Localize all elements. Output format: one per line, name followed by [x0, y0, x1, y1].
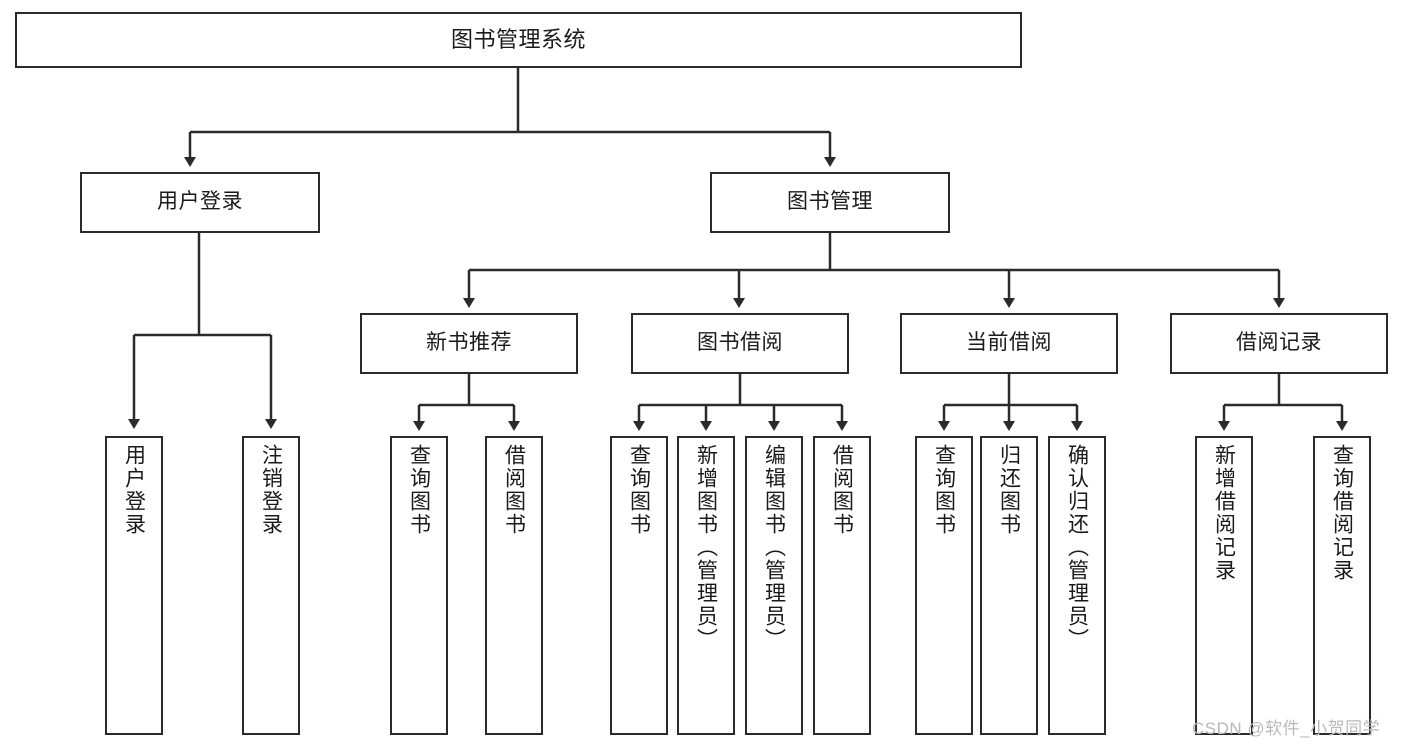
leaf-borrow-borrow-book[interactable]: 借阅图书: [813, 436, 871, 735]
leaf-record-query-record-label: 查询借阅记录: [1330, 444, 1354, 582]
leaf-current-return-book[interactable]: 归还图书: [980, 436, 1038, 735]
leaf-recommend-borrow-book[interactable]: 借阅图书: [485, 436, 543, 735]
leaf-user-login-signout-label: 注销登录: [259, 444, 283, 536]
watermark-text: CSDN @软件_小贺同学: [1192, 719, 1381, 738]
node-root-label: 图书管理系统: [450, 27, 586, 53]
leaf-current-query-book[interactable]: 查询图书: [915, 436, 973, 735]
leaf-user-login-signout[interactable]: 注销登录: [242, 436, 300, 735]
leaf-record-add-record-label: 新增借阅记录: [1212, 444, 1236, 582]
leaf-user-login-signin[interactable]: 用户登录: [105, 436, 163, 735]
node-book-management[interactable]: 图书管理: [710, 172, 950, 233]
node-current-borrow[interactable]: 当前借阅: [900, 313, 1118, 374]
node-user-login[interactable]: 用户登录: [80, 172, 320, 233]
node-new-book-recommend[interactable]: 新书推荐: [360, 313, 578, 374]
node-root[interactable]: 图书管理系统: [15, 12, 1022, 68]
leaf-borrow-add-book-label: 新增图书（管理员）: [694, 444, 718, 651]
leaf-borrow-add-book[interactable]: 新增图书（管理员）: [677, 436, 735, 735]
node-borrow-record-label: 借阅记录: [1236, 331, 1322, 355]
leaf-recommend-borrow-book-label: 借阅图书: [502, 444, 526, 536]
leaf-recommend-query-book[interactable]: 查询图书: [390, 436, 448, 735]
node-current-borrow-label: 当前借阅: [966, 331, 1052, 355]
leaf-record-query-record[interactable]: 查询借阅记录: [1313, 436, 1371, 735]
leaf-borrow-borrow-book-label: 借阅图书: [830, 444, 854, 536]
leaf-current-query-book-label: 查询图书: [932, 444, 956, 536]
node-book-borrow-label: 图书借阅: [697, 331, 783, 355]
leaf-recommend-query-book-label: 查询图书: [407, 444, 431, 536]
leaf-current-confirm-return[interactable]: 确认归还（管理员）: [1048, 436, 1106, 735]
leaf-borrow-edit-book-label: 编辑图书（管理员）: [762, 444, 786, 651]
node-book-borrow[interactable]: 图书借阅: [631, 313, 849, 374]
leaf-borrow-query-book[interactable]: 查询图书: [610, 436, 668, 735]
node-borrow-record[interactable]: 借阅记录: [1170, 313, 1388, 374]
leaf-record-add-record[interactable]: 新增借阅记录: [1195, 436, 1253, 735]
node-user-login-label: 用户登录: [157, 190, 243, 214]
leaf-current-return-book-label: 归还图书: [997, 444, 1021, 536]
leaf-current-confirm-return-label: 确认归还（管理员）: [1065, 444, 1089, 651]
leaf-user-login-signin-label: 用户登录: [122, 444, 146, 536]
leaf-borrow-edit-book[interactable]: 编辑图书（管理员）: [745, 436, 803, 735]
node-new-book-recommend-label: 新书推荐: [426, 331, 512, 355]
node-book-management-label: 图书管理: [787, 190, 873, 214]
leaf-borrow-query-book-label: 查询图书: [627, 444, 651, 536]
